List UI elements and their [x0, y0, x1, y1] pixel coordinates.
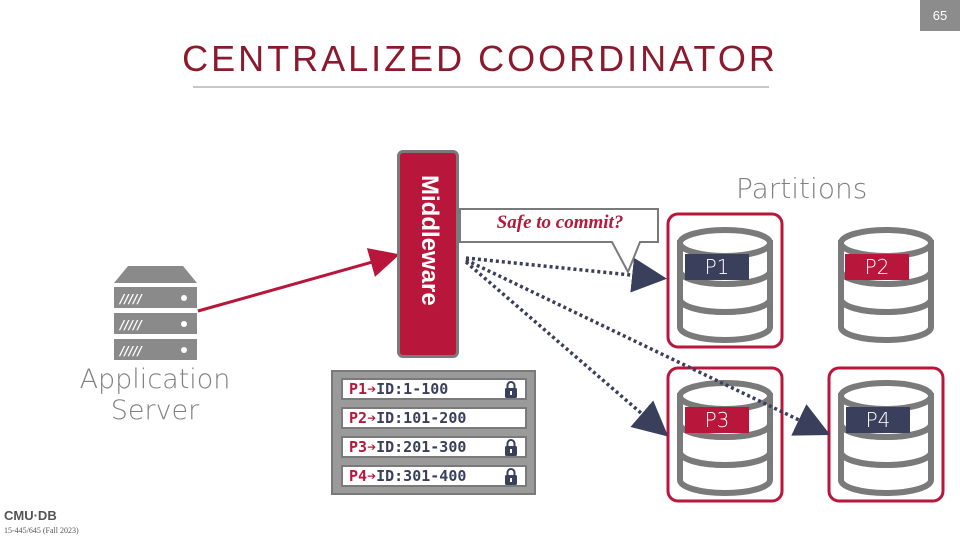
row-pid: P2: [349, 409, 368, 427]
course-label: 15-445/645 (Fall 2023): [4, 526, 79, 535]
lock-icon: [505, 381, 517, 398]
callout-text: Safe to commit?: [496, 212, 624, 233]
partition-label-p2: P2: [845, 254, 909, 280]
row-range: ID:1-100: [376, 380, 449, 398]
lock-icon: [505, 439, 517, 456]
server-rack-icon: ///// ///// /////: [114, 266, 197, 360]
slide-title: CENTRALIZED COORDINATOR: [182, 38, 778, 79]
slide-number: 65: [920, 0, 960, 31]
row-pid: P3: [349, 438, 368, 456]
row-range: ID:201-300: [376, 438, 467, 456]
callout-bubble: [459, 208, 659, 275]
database-cylinder-icon: [838, 227, 934, 343]
partition-box-p1: [666, 212, 784, 349]
row-pid: P4: [349, 467, 368, 485]
row-arrow: ➔: [367, 380, 377, 398]
database-cylinder-icon: [677, 227, 773, 343]
partition-table-row: P2➔ID:101-200: [341, 407, 527, 429]
row-arrow: ➔: [367, 467, 377, 485]
svg-text://///: /////: [118, 344, 144, 358]
title-divider: [193, 86, 769, 88]
partition-table-row: P3➔ID:201-300: [341, 436, 527, 458]
database-cylinder-icon: [677, 380, 773, 496]
row-arrow: ➔: [367, 409, 377, 427]
partition-table-row: P1➔ID:1-100: [341, 378, 527, 400]
row-range: ID:301-400: [376, 467, 467, 485]
lock-icon: [505, 468, 517, 485]
app-server-label-line1: Application: [79, 364, 231, 395]
database-cylinder-icon: [838, 380, 934, 496]
partition-label-p1: P1: [685, 254, 749, 280]
app-server-label: Application Server: [60, 364, 250, 426]
svg-text://///: /////: [118, 318, 144, 332]
app-to-middleware-arrow: [197, 248, 400, 313]
partition-table: P1➔ID:1-100 P2➔ID:101-200 P3➔ID:201-300 …: [331, 370, 536, 495]
middleware-label: Middleware: [416, 175, 443, 306]
partition-label-p4: P4: [846, 407, 910, 433]
dotted-arrow-to-p4: [465, 258, 831, 436]
row-range: ID:101-200: [376, 409, 467, 427]
svg-text://///: /////: [118, 292, 144, 306]
middleware-box: [397, 150, 459, 358]
dotted-arrow-to-p3: [464, 260, 669, 437]
dotted-arrow-to-p1: [465, 256, 667, 293]
row-arrow: ➔: [367, 438, 377, 456]
row-pid: P1: [349, 380, 368, 398]
app-server-label-line2: Server: [110, 395, 200, 426]
partitions-label: Partitions: [736, 172, 868, 205]
partition-label-p3: P3: [685, 407, 749, 433]
partition-table-row: P4➔ID:301-400: [341, 465, 527, 487]
cmu-db-logo: CMU·DB: [4, 508, 57, 523]
